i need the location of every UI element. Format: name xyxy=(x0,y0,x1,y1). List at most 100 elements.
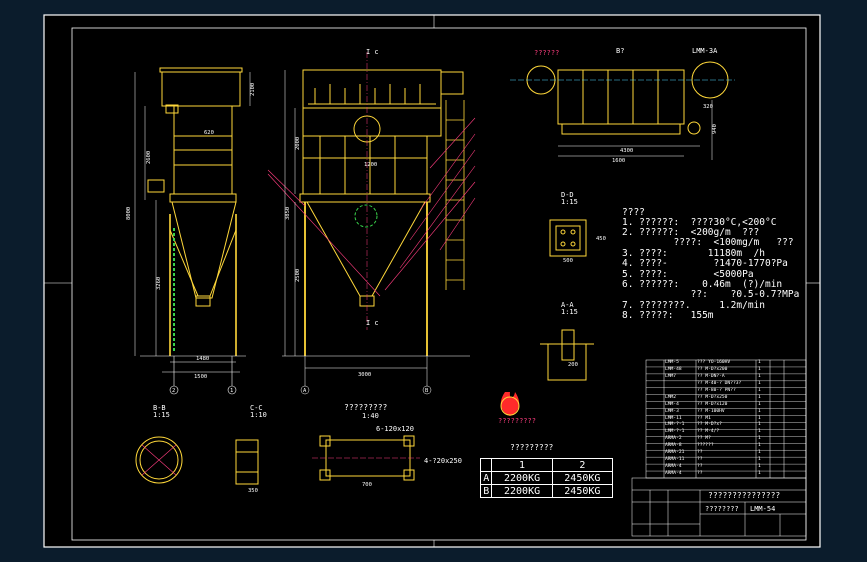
note-line: 2. ??????: <200g/m ??? xyxy=(622,226,760,238)
dim-2600: 2600 xyxy=(146,151,152,164)
bom-rows xyxy=(646,366,806,472)
bom-cell: ARMA-2 xyxy=(665,436,682,442)
bom-cell: 1 xyxy=(758,401,761,407)
aa-post xyxy=(561,329,575,361)
leader xyxy=(409,149,476,241)
dim-940: 940 xyxy=(712,124,718,134)
bom-cell: LMM-3 xyxy=(665,408,679,414)
bom-cell: 1 xyxy=(758,387,761,393)
note-line: 3. ????: 11180m /h xyxy=(622,247,765,259)
axis-label-B: B xyxy=(425,388,429,394)
weight-header-cell: 2 xyxy=(551,458,614,472)
bom-cell: LMM-?-1 xyxy=(665,422,685,428)
bom-row: ?? M-80-? PN??1 xyxy=(646,388,806,395)
bom-cell: 1 xyxy=(758,373,761,379)
detail-inner-circle xyxy=(139,440,179,480)
cc-box xyxy=(235,439,259,485)
side-elevation xyxy=(147,67,243,356)
bom-cell: ?? M? xyxy=(697,436,711,442)
weight-cell: 2450KG xyxy=(551,484,614,498)
detail-outer-circle xyxy=(135,436,183,484)
leader xyxy=(399,165,476,269)
bom-cell: LMM-11 xyxy=(665,415,682,421)
note-line: 8. ?????: 155m xyxy=(622,310,714,322)
dim-2500: 2500 xyxy=(295,269,301,282)
leader xyxy=(384,181,476,291)
bom-cell: 1 xyxy=(758,415,761,421)
dim-320: 320 xyxy=(703,104,713,110)
bom-cell: LMM-?-1 xyxy=(665,429,685,435)
dim-450: 450 xyxy=(596,236,606,242)
bom-row: LMM-11 ?? M1 1 xyxy=(646,416,806,423)
detail-circle-spokes xyxy=(141,444,177,476)
weight-table-row: A 2200KG 2450KG xyxy=(479,471,614,485)
bb-hole xyxy=(560,241,566,247)
leader xyxy=(419,133,476,211)
note-line: 6. ??????: 0.46m (?)/min xyxy=(622,278,783,290)
bom-cell: ?? M-D?x120 xyxy=(697,401,728,407)
bom-row: ARMA-8?????? 1 xyxy=(646,443,806,450)
dim-620: 620 xyxy=(204,130,214,136)
axis-bubble-B xyxy=(422,385,432,395)
drawing-frame xyxy=(71,27,807,541)
bom-row: ARMA-4?? 1 xyxy=(646,471,806,478)
company-name: ???????? xyxy=(705,505,739,513)
view-cc-scale: 1:10 xyxy=(250,411,267,419)
drawing-title: ??????????????? xyxy=(708,491,781,500)
bom-cell: ?? M-D?x? xyxy=(697,422,722,428)
note-line: 4. ????- ?1470-1770?Pa xyxy=(622,258,788,270)
bom-cell: ?????? xyxy=(697,443,714,449)
bb-outer xyxy=(549,219,587,257)
weight-table-header: 1 2 xyxy=(479,458,614,472)
bb-hole xyxy=(560,229,566,235)
foundation-pad xyxy=(403,469,415,481)
weight-header-cell xyxy=(479,458,493,472)
view-aa-scale: 1:15 xyxy=(561,308,578,316)
bom-cell: LMM-4 xyxy=(665,401,679,407)
side-cap xyxy=(159,67,243,73)
view-dd-title: D-D xyxy=(561,191,574,199)
dim-1480: 1480 xyxy=(196,356,209,362)
side-outlet xyxy=(195,295,211,307)
detail-circle-view xyxy=(135,436,183,484)
title-frame xyxy=(631,477,807,537)
weight-cell: B xyxy=(479,484,493,498)
dim-3000: 3000 xyxy=(358,372,371,378)
bom-row: ARMA-21??1 xyxy=(646,450,806,457)
bom-cell: ?? M1 xyxy=(697,415,711,421)
bb-inner xyxy=(555,225,581,251)
front-stack xyxy=(440,71,464,95)
bom-cell: 1 xyxy=(758,408,761,414)
bom-cell: ??? YO-160HV xyxy=(697,360,731,365)
bom-row: ARMA-4?? 1 xyxy=(646,464,806,471)
dim-1600: 1600 xyxy=(612,158,625,164)
bb-hole xyxy=(570,229,576,235)
bom-cell: LMM-48 xyxy=(665,366,682,372)
bom-cell: ARMA-8 xyxy=(665,443,682,449)
dim-4300: 4300 xyxy=(620,148,633,154)
leader xyxy=(267,173,381,297)
bom-cell: 1 xyxy=(758,464,761,470)
section-aa xyxy=(540,329,594,381)
bom-cell: ARMA-4 xyxy=(665,464,682,470)
top-plate-tag: LMM-3A xyxy=(692,47,718,55)
detail-cc xyxy=(235,439,259,485)
dim-1500: 1500 xyxy=(194,374,207,380)
note-line: ??: ?0.5-0.7?MPa xyxy=(622,289,800,301)
axis-label-A: A xyxy=(303,388,307,394)
bom-row: LMM-?-1?? M-D?x?1 xyxy=(646,422,806,429)
weight-table: 1 2 A 2200KG 2450KG B 2200KG 2450KG xyxy=(479,458,614,498)
side-dimensions xyxy=(134,72,251,373)
view-b2-scale: 1:15 xyxy=(153,411,170,419)
weight-cell: A xyxy=(479,471,493,485)
bb-hole xyxy=(570,241,576,247)
plan-port xyxy=(687,121,701,135)
side-hopper xyxy=(171,201,237,299)
title-block xyxy=(631,477,807,537)
section-c-marker-bottom: I c xyxy=(366,319,379,327)
weight-cell: 2450KG xyxy=(551,471,614,485)
section-c-marker: I c xyxy=(366,48,379,56)
foundation-scale: 1:40 xyxy=(362,412,379,420)
